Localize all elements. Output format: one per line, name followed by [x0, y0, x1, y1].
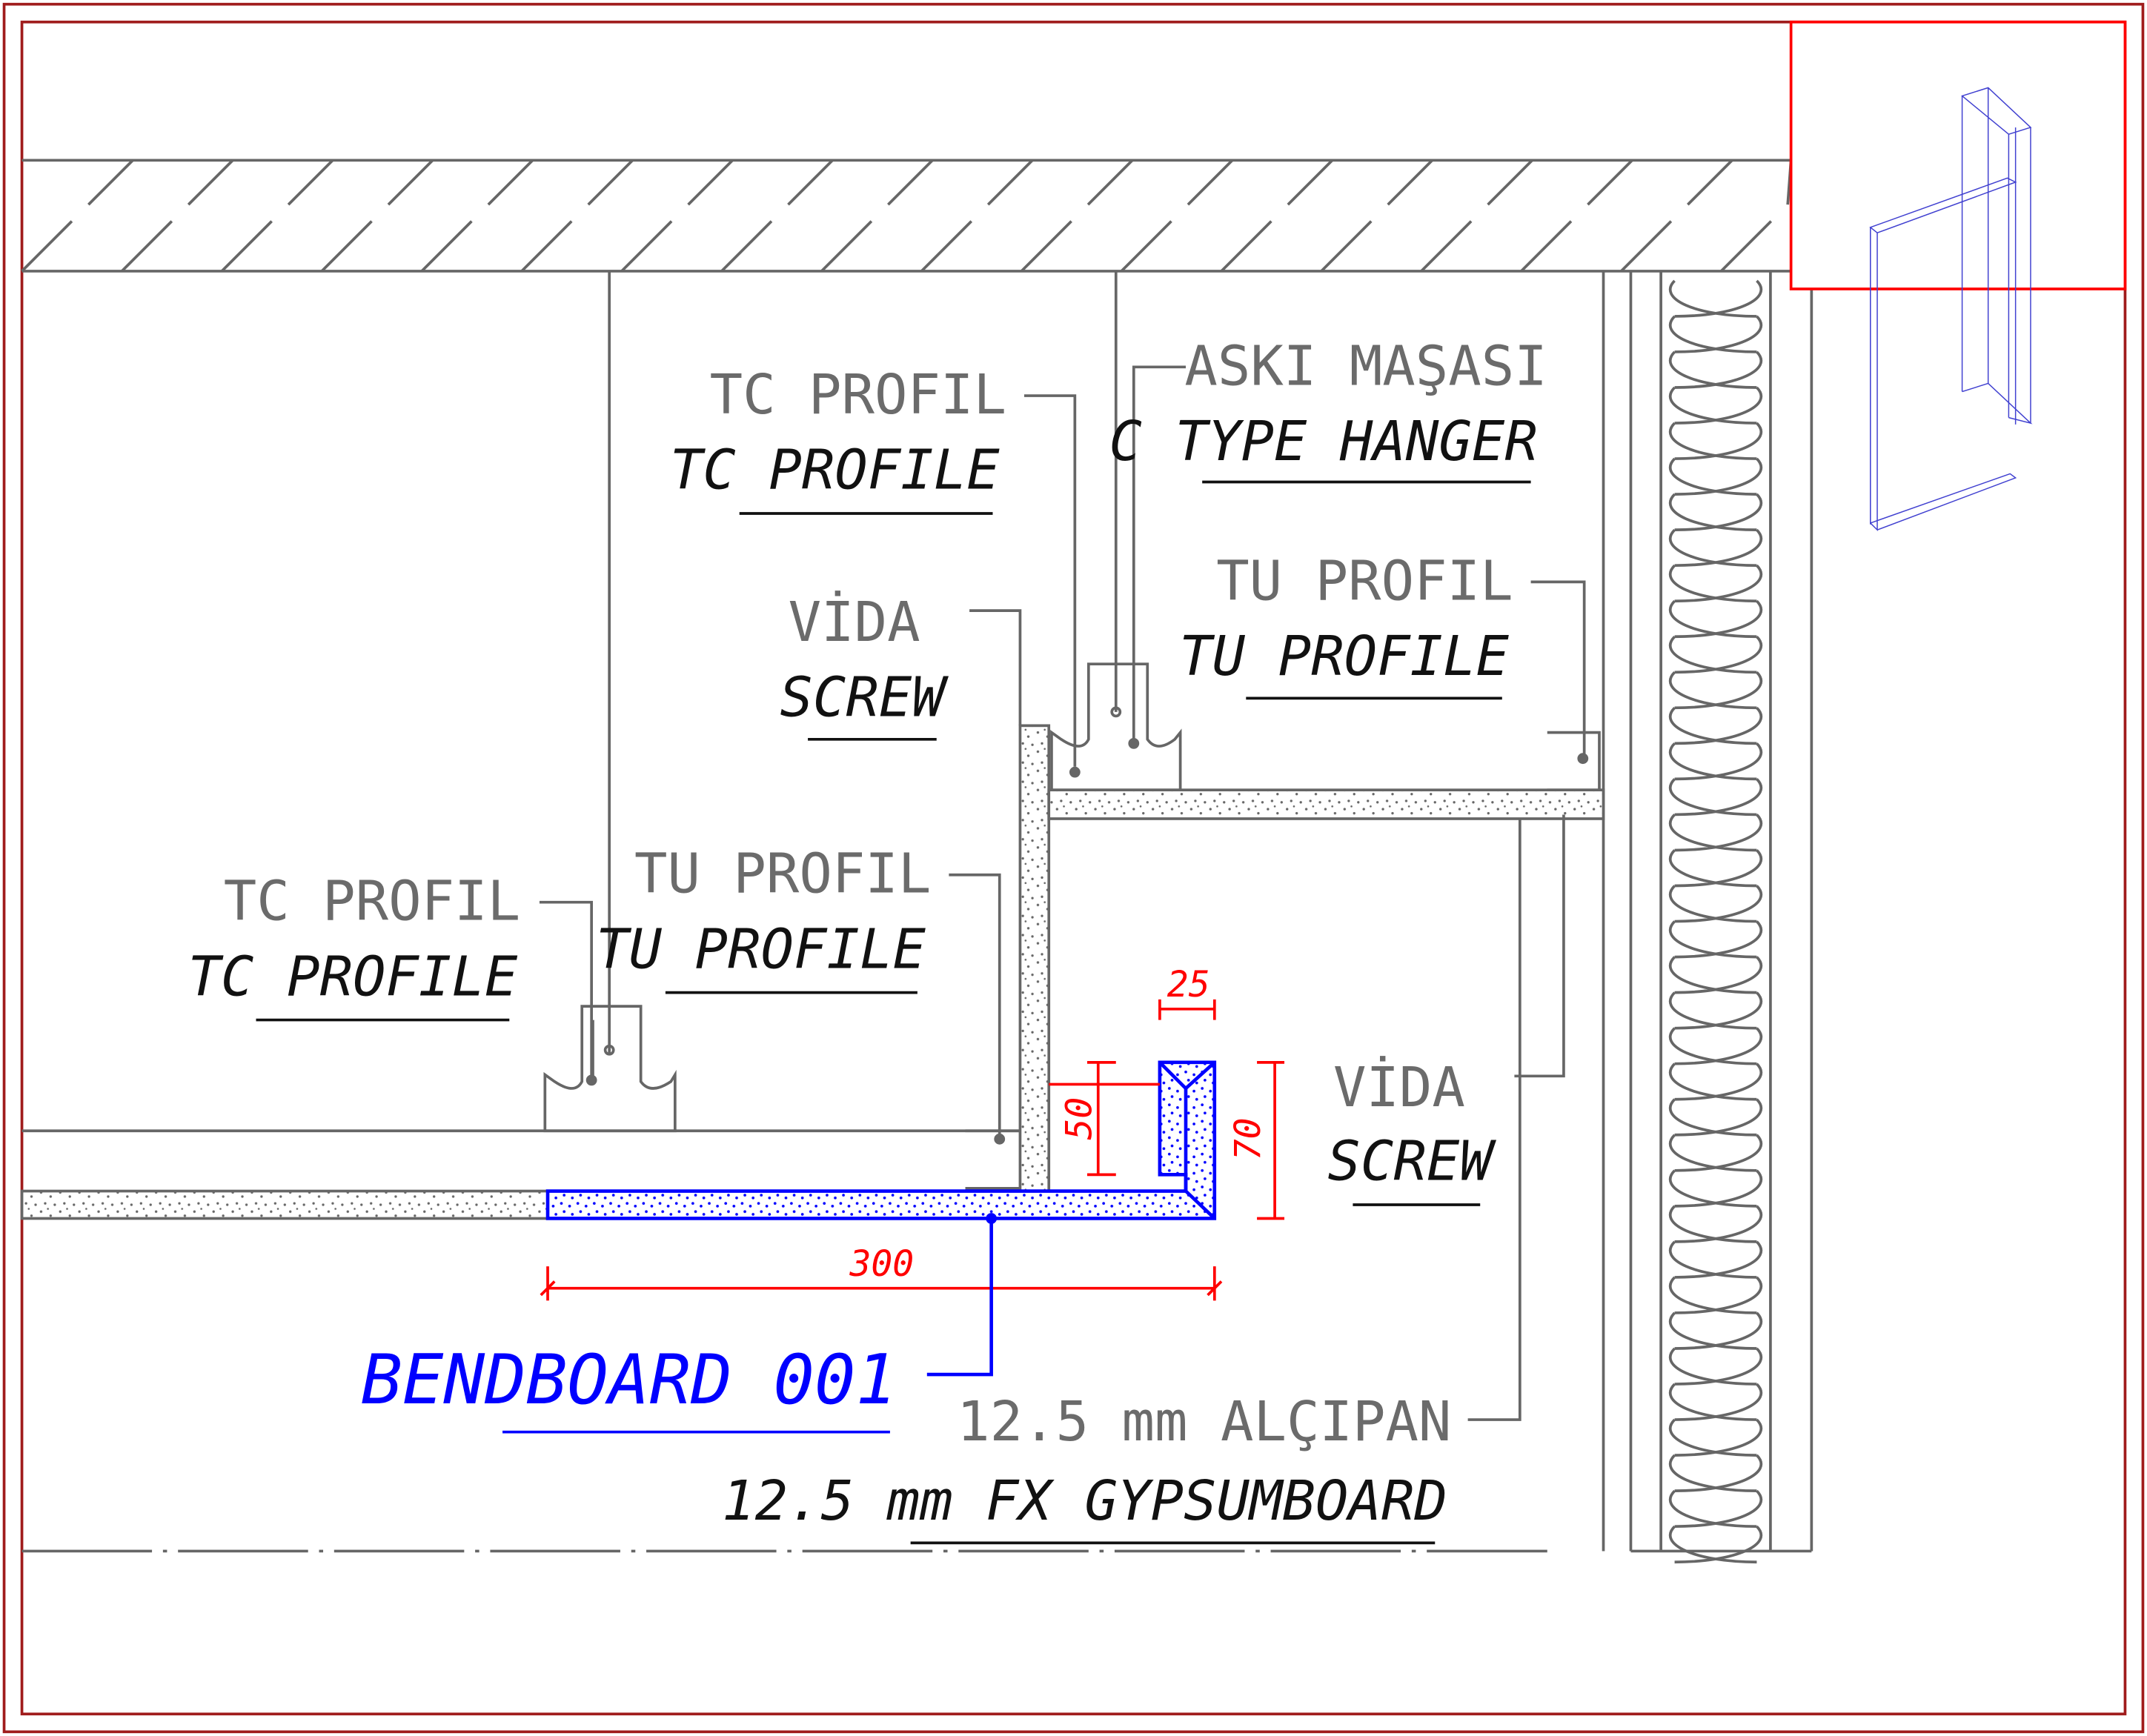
tu-profile-lower	[965, 1129, 1021, 1190]
leader-lines	[539, 365, 1586, 1421]
hatch-line	[1720, 220, 1773, 273]
hatch-line	[587, 159, 634, 206]
hatch-line	[1020, 220, 1072, 273]
label-tr: TU PROFIL	[1216, 549, 1513, 613]
bendboard-section	[545, 1060, 1217, 1220]
label-hanger: ASKI MAŞASI C TYPE HANGER	[1109, 334, 1547, 484]
hatch-line	[520, 220, 573, 273]
leader-dot	[986, 1213, 998, 1224]
hatch-line	[420, 220, 473, 273]
label-tu-profile-lower: TU PROFIL TU PROFILE	[596, 842, 931, 994]
hatch-line	[1587, 159, 1633, 206]
hatch-line	[1320, 220, 1373, 273]
label-en: C TYPE HANGER	[1109, 410, 1538, 473]
concrete-slab	[21, 159, 1793, 273]
gypsum-board-upper	[1047, 788, 1605, 820]
dimension-70: 70	[1227, 1061, 1285, 1220]
label-screw-lower: VİDA SCREW	[1327, 1055, 1496, 1206]
label-tc-profile-upper: TC PROFIL TC PROFILE	[670, 363, 1006, 515]
hatch-line	[1620, 220, 1673, 273]
dimension-text: 50	[1059, 1097, 1101, 1140]
label-screw-upper: VİDA SCREW	[780, 590, 949, 741]
hatch-line	[620, 220, 673, 273]
label-en: TC PROFILE	[670, 439, 1000, 502]
label-tr: TC PROFIL	[710, 363, 1006, 427]
gypsum-board-lower	[20, 1189, 549, 1220]
hatch-line	[720, 220, 773, 273]
label-tr: 12.5 mm ALÇIPAN	[957, 1390, 1451, 1454]
label-en: TC PROFILE	[188, 945, 518, 1008]
bendboard-fold-lines	[1158, 1061, 1216, 1220]
dimension-25: 25	[1158, 964, 1216, 1020]
bendboard-3d-view	[1869, 87, 2033, 531]
dimension-text: 70	[1227, 1117, 1269, 1160]
tc-profile-upper	[1050, 662, 1182, 792]
dimension-text: 25	[1167, 964, 1210, 1005]
inner-frame	[20, 20, 2127, 1716]
label-en: TU PROFILE	[596, 917, 926, 981]
label-bendboard: BENDBOARD 001	[361, 1340, 897, 1434]
insulation	[1668, 279, 1763, 1564]
hatch-line	[121, 220, 173, 273]
tu-profile-upper	[1547, 731, 1601, 792]
hatch-line	[1687, 159, 1733, 206]
hatch-line	[1086, 159, 1134, 206]
hatch-line	[887, 159, 934, 206]
label-tr: ASKI MAŞASI	[1184, 334, 1547, 398]
hatch-line	[487, 159, 534, 206]
label-tr: VİDA	[1333, 1055, 1465, 1120]
hatch-line	[820, 220, 873, 273]
hatch-line	[1220, 220, 1272, 273]
gypsum-board-vertical	[1018, 724, 1051, 1193]
partition-wall	[1602, 270, 1813, 1564]
hatch-line	[1387, 159, 1433, 206]
hatch-line	[1420, 220, 1473, 273]
label-en: TU PROFILE	[1179, 625, 1509, 688]
hatch-line	[287, 159, 334, 206]
bendboard-leader	[926, 1218, 993, 1377]
label-tr: TU PROFIL	[634, 842, 931, 906]
hatch-line	[1487, 159, 1533, 206]
hatch-line	[187, 159, 234, 206]
product-name: BENDBOARD 001	[361, 1340, 897, 1420]
hatch-line	[920, 220, 973, 273]
dimension-300: 300	[540, 1243, 1223, 1301]
dimension-50: 50	[1049, 1061, 1160, 1177]
label-tu-profile-upper: TU PROFIL TU PROFILE	[1179, 549, 1513, 700]
dimension-text: 300	[849, 1243, 914, 1285]
label-en: 12.5 mm FX GYPSUMBOARD	[722, 1469, 1447, 1533]
hatch-line	[221, 220, 273, 273]
label-gypsum: 12.5 mm ALÇIPAN 12.5 mm FX GYPSUMBOARD	[722, 1390, 1451, 1545]
label-tr: VİDA	[789, 590, 920, 654]
isometric-thumbnail	[1789, 20, 2127, 531]
hatch-line	[986, 159, 1034, 206]
hatch-line	[687, 159, 734, 206]
label-en: SCREW	[1327, 1130, 1496, 1194]
hatch-line	[320, 220, 373, 273]
hatch-line	[387, 159, 434, 206]
label-tr: TC PROFIL	[224, 870, 520, 934]
hatch-line	[87, 159, 134, 206]
label-tc-profile-lower: TC PROFIL TC PROFILE	[188, 870, 520, 1022]
hatch-line	[787, 159, 834, 206]
label-en: SCREW	[780, 665, 949, 729]
hatch-line	[1287, 159, 1333, 206]
hatch-line	[21, 220, 73, 273]
hatch-line	[1520, 220, 1573, 273]
hatch-line	[1187, 159, 1234, 206]
hatch-line	[1120, 220, 1172, 273]
